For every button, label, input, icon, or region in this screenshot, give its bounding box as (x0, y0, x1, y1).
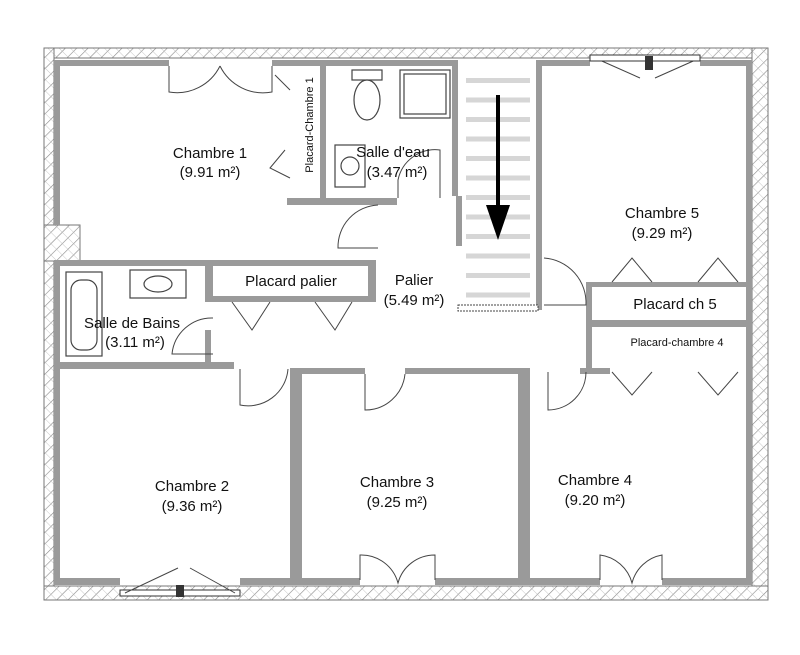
chambre3-area: (9.25 m²) (367, 494, 428, 511)
stair-step (466, 253, 530, 259)
salle-de-bains-name: Salle de Bains (84, 315, 180, 332)
room-labels: Chambre 1 (9.91 m²) Placard-Chambre 1 Sa… (84, 77, 723, 515)
placard-chambre4-label: Placard-chambre 4 (631, 337, 724, 349)
toilet-tank-icon (351, 69, 383, 81)
chambre4-name: Chambre 4 (558, 472, 632, 489)
stair-step (466, 78, 530, 83)
staircase (457, 66, 539, 312)
chambre4-area: (9.20 m²) (565, 492, 626, 509)
chambre5-name: Chambre 5 (625, 205, 699, 222)
salle-deau-name: Salle d'eau (356, 144, 430, 161)
placard-palier-label: Placard palier (245, 273, 337, 290)
placard-chambre1-label: Placard-Chambre 1 (304, 77, 316, 172)
chambre2-name: Chambre 2 (155, 478, 229, 495)
toilet-icon (353, 79, 381, 121)
salle-de-bains-area: (3.11 m²) (105, 334, 165, 351)
chambre1-name: Chambre 1 (173, 145, 247, 162)
placard-ch5-label: Placard ch 5 (633, 296, 716, 313)
stair-step (466, 292, 530, 298)
palier-name: Palier (395, 272, 433, 289)
arrow-head-icon (486, 205, 510, 240)
chambre3-name: Chambre 3 (360, 474, 434, 491)
closet-doors (231, 74, 739, 396)
doors (168, 65, 663, 585)
chambre1-area: (9.91 m²) (180, 164, 241, 181)
chambre2-area: (9.36 m²) (162, 498, 223, 515)
interior-walls (54, 60, 752, 585)
windows (119, 54, 701, 597)
palier-area: (5.49 m²) (384, 292, 445, 309)
chambre5-area: (9.29 m²) (632, 225, 693, 242)
salle-deau-area: (3.47 m²) (367, 164, 428, 181)
stair-step (466, 273, 530, 278)
fixtures (65, 69, 451, 357)
